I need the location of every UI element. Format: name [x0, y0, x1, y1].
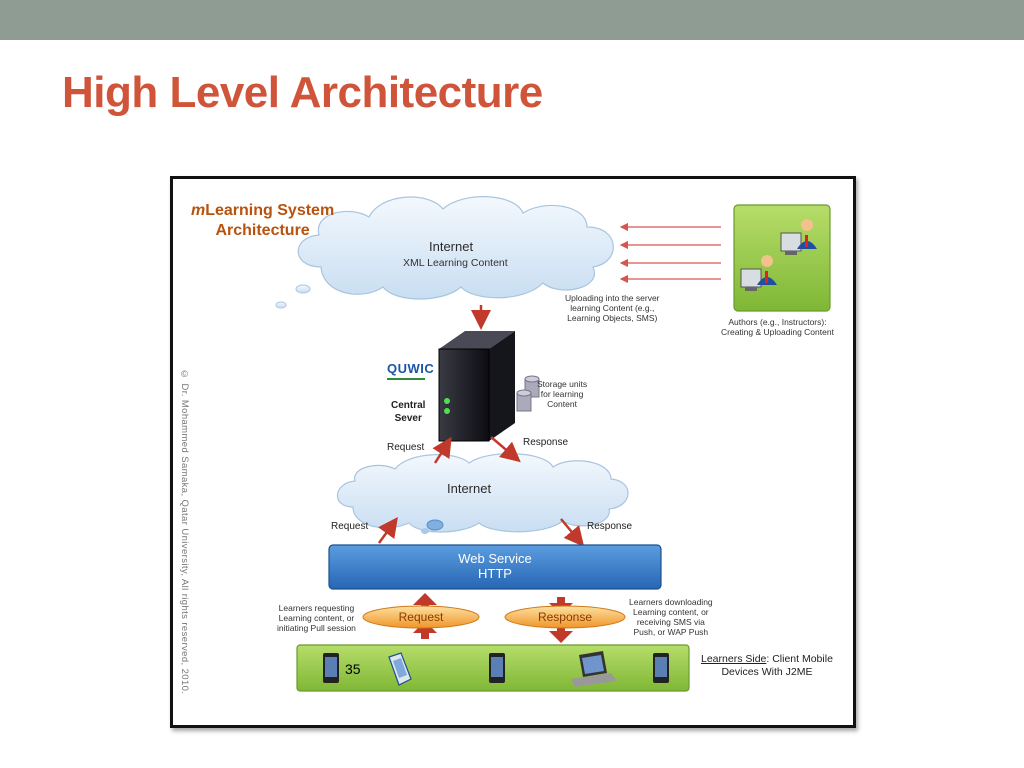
copyright-notice: © Dr. Mohammed Samaka, Qatar University,…	[179, 369, 190, 695]
upload-arrows	[619, 222, 721, 284]
storage-note: Storage units for learning Content	[537, 379, 587, 409]
learners-side-label: Learners Side: Client Mobile Devices Wit…	[701, 653, 833, 679]
response-upper-arrow	[490, 436, 521, 463]
server-label-line: Sever	[394, 413, 422, 424]
diagram-graphics	[275, 196, 831, 692]
request-lower-arrow	[377, 516, 398, 544]
storage-icon	[516, 375, 540, 412]
system-title-line2: Architecture	[215, 222, 310, 239]
page-number: 35	[345, 661, 361, 677]
laptop-icon	[571, 651, 617, 687]
learners-requesting-line: Learners requesting	[278, 603, 355, 613]
system-title-line1: Learning System	[205, 202, 335, 219]
mobile-phone-icon-2	[489, 653, 505, 683]
web-service-label: Web Service HTTP	[329, 551, 661, 581]
learners-downloading-line: Push, or WAP Push	[633, 627, 709, 637]
middle-cloud	[336, 453, 629, 534]
architecture-diagram: mLearning System Architecture Internet X…	[170, 176, 856, 728]
top-cloud-title: Internet	[429, 239, 474, 254]
middle-cloud-title: Internet	[447, 481, 492, 496]
system-title-prefix: m	[191, 202, 206, 219]
web-service-bar	[328, 544, 662, 590]
authors-panel	[733, 204, 831, 312]
learners-requesting-line: Learning content, or	[278, 613, 355, 623]
request-upper-label: Request	[387, 442, 425, 453]
request-lower-label: Request	[331, 521, 369, 532]
authors-note: Authors (e.g., Instructors): Creating & …	[721, 317, 834, 337]
request-pill-label: Request	[398, 610, 444, 624]
uploading-note: Uploading into the server learning Conte…	[565, 293, 660, 323]
storage-note-line: for learning	[540, 389, 584, 399]
system-title: mLearning System Architecture	[191, 201, 334, 241]
response-upper-label: Response	[523, 437, 569, 448]
request-upper-arrow	[432, 436, 452, 464]
web-service-protocol: HTTP	[478, 566, 512, 581]
slide-title: High Level Architecture	[62, 68, 543, 117]
response-lower-label: Response	[587, 521, 633, 532]
learners-requesting-line: initiating Pull session	[277, 623, 356, 633]
storage-note-line: Content	[547, 399, 577, 409]
learners-side-underlined: Learners Side	[701, 653, 767, 665]
server-label: Central Sever	[391, 399, 425, 425]
learners-side-rest: : Client Mobile	[766, 653, 833, 665]
pda-icon	[388, 652, 412, 686]
learners-requesting-note: Learners requesting Learning content, or…	[277, 603, 356, 633]
learners-downloading-note: Learners downloading Learning content, o…	[629, 597, 713, 637]
quwic-logo-underline	[387, 378, 425, 380]
quwic-logo: QUWIC	[387, 361, 435, 376]
authors-note-line: Creating & Uploading Content	[721, 327, 834, 337]
mobile-phone-icon	[323, 653, 339, 683]
web-service-title: Web Service	[458, 551, 532, 566]
learners-side-line2: Devices With J2ME	[721, 666, 813, 678]
storage-note-line: Storage units	[537, 379, 588, 389]
top-bar	[0, 0, 1024, 40]
request-pill	[362, 605, 480, 629]
server-icon	[438, 331, 515, 442]
top-cloud	[275, 196, 614, 309]
uploading-note-line: Learning Objects, SMS)	[567, 313, 658, 323]
response-lower-arrow	[560, 518, 585, 547]
uploading-note-line: learning Content (e.g.,	[570, 303, 655, 313]
mobile-phone-icon-3	[653, 653, 669, 683]
learners-downloading-line: Learning content, or	[633, 607, 709, 617]
response-pill	[504, 605, 626, 629]
server-label-line: Central	[391, 400, 426, 411]
uploading-note-line: Uploading into the server	[565, 293, 660, 303]
learners-downloading-line: receiving SMS via	[636, 617, 705, 627]
learners-downloading-line: Learners downloading	[629, 597, 713, 607]
top-cloud-subtitle: XML Learning Content	[403, 257, 508, 269]
authors-note-line: Authors (e.g., Instructors):	[728, 317, 827, 327]
response-pill-label: Response	[537, 610, 593, 624]
